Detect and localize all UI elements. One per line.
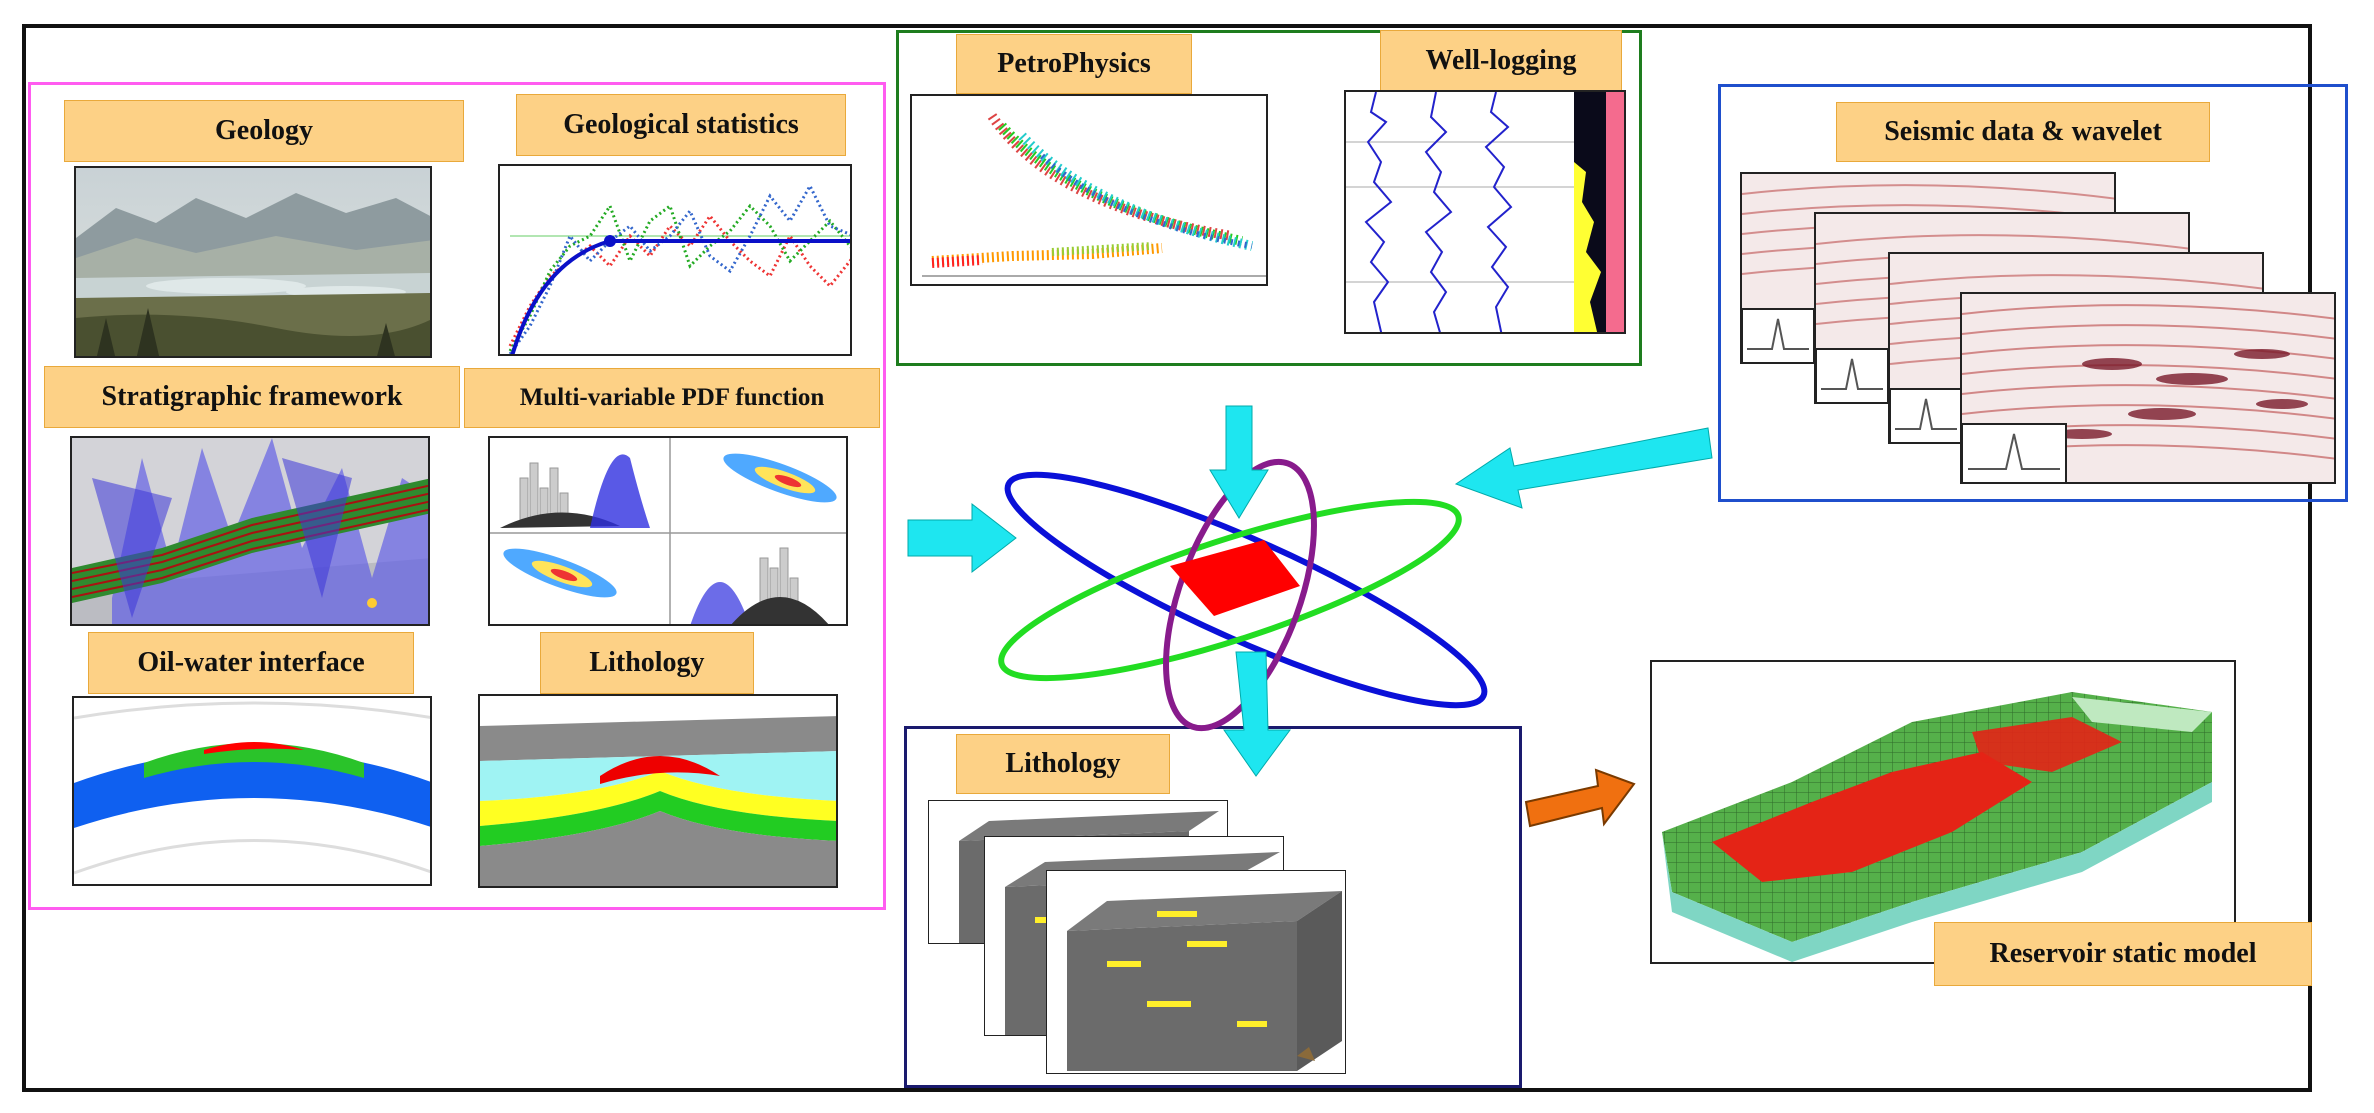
arrow-lithology-to-reservoir [1524, 768, 1636, 828]
label-geological-statistics: Geological statistics [516, 94, 846, 156]
label-oil-water-interface: Oil-water interface [88, 632, 414, 694]
outer-frame [22, 24, 2312, 1092]
label-seismic-data-wavelet: Seismic data & wavelet [1836, 102, 2210, 162]
label-petrophysics: PetroPhysics [956, 34, 1192, 94]
petrophysics-panel [896, 30, 1642, 366]
stratigraphic-3d-image [70, 436, 430, 626]
variogram-plot-image [498, 164, 852, 356]
label-geology: Geology [64, 100, 464, 162]
ellipse-green [998, 498, 1462, 682]
integration-core [1170, 540, 1300, 616]
geology-inputs-panel [28, 82, 886, 910]
seismic-panel [1718, 84, 2348, 502]
well-logging-image [1344, 90, 1626, 334]
arrow-left-to-center [907, 502, 1017, 574]
label-multivariable-pdf: Multi-variable PDF function [464, 368, 880, 428]
seismic-section-4 [1960, 292, 2336, 484]
label-well-logging: Well-logging [1380, 30, 1622, 92]
lithology-cube-3 [1046, 870, 1346, 1074]
petrophysics-crossplot-image [910, 94, 1268, 286]
arrow-seismic-to-center [1454, 427, 1713, 509]
arrow-center-to-lithology [1223, 651, 1291, 777]
label-reservoir-static-model: Reservoir static model [1934, 922, 2312, 986]
reservoir-model-image [1650, 660, 2236, 964]
label-lithology-left: Lithology [540, 632, 754, 694]
multivariable-pdf-image [488, 436, 848, 626]
geology-landscape-image [74, 166, 432, 358]
label-lithology-bottom: Lithology [956, 734, 1170, 794]
arrow-top-to-center [1209, 405, 1269, 519]
label-stratigraphic-framework: Stratigraphic framework [44, 366, 460, 428]
oil-water-interface-image [72, 696, 432, 886]
lithology-layers-image [478, 694, 838, 888]
